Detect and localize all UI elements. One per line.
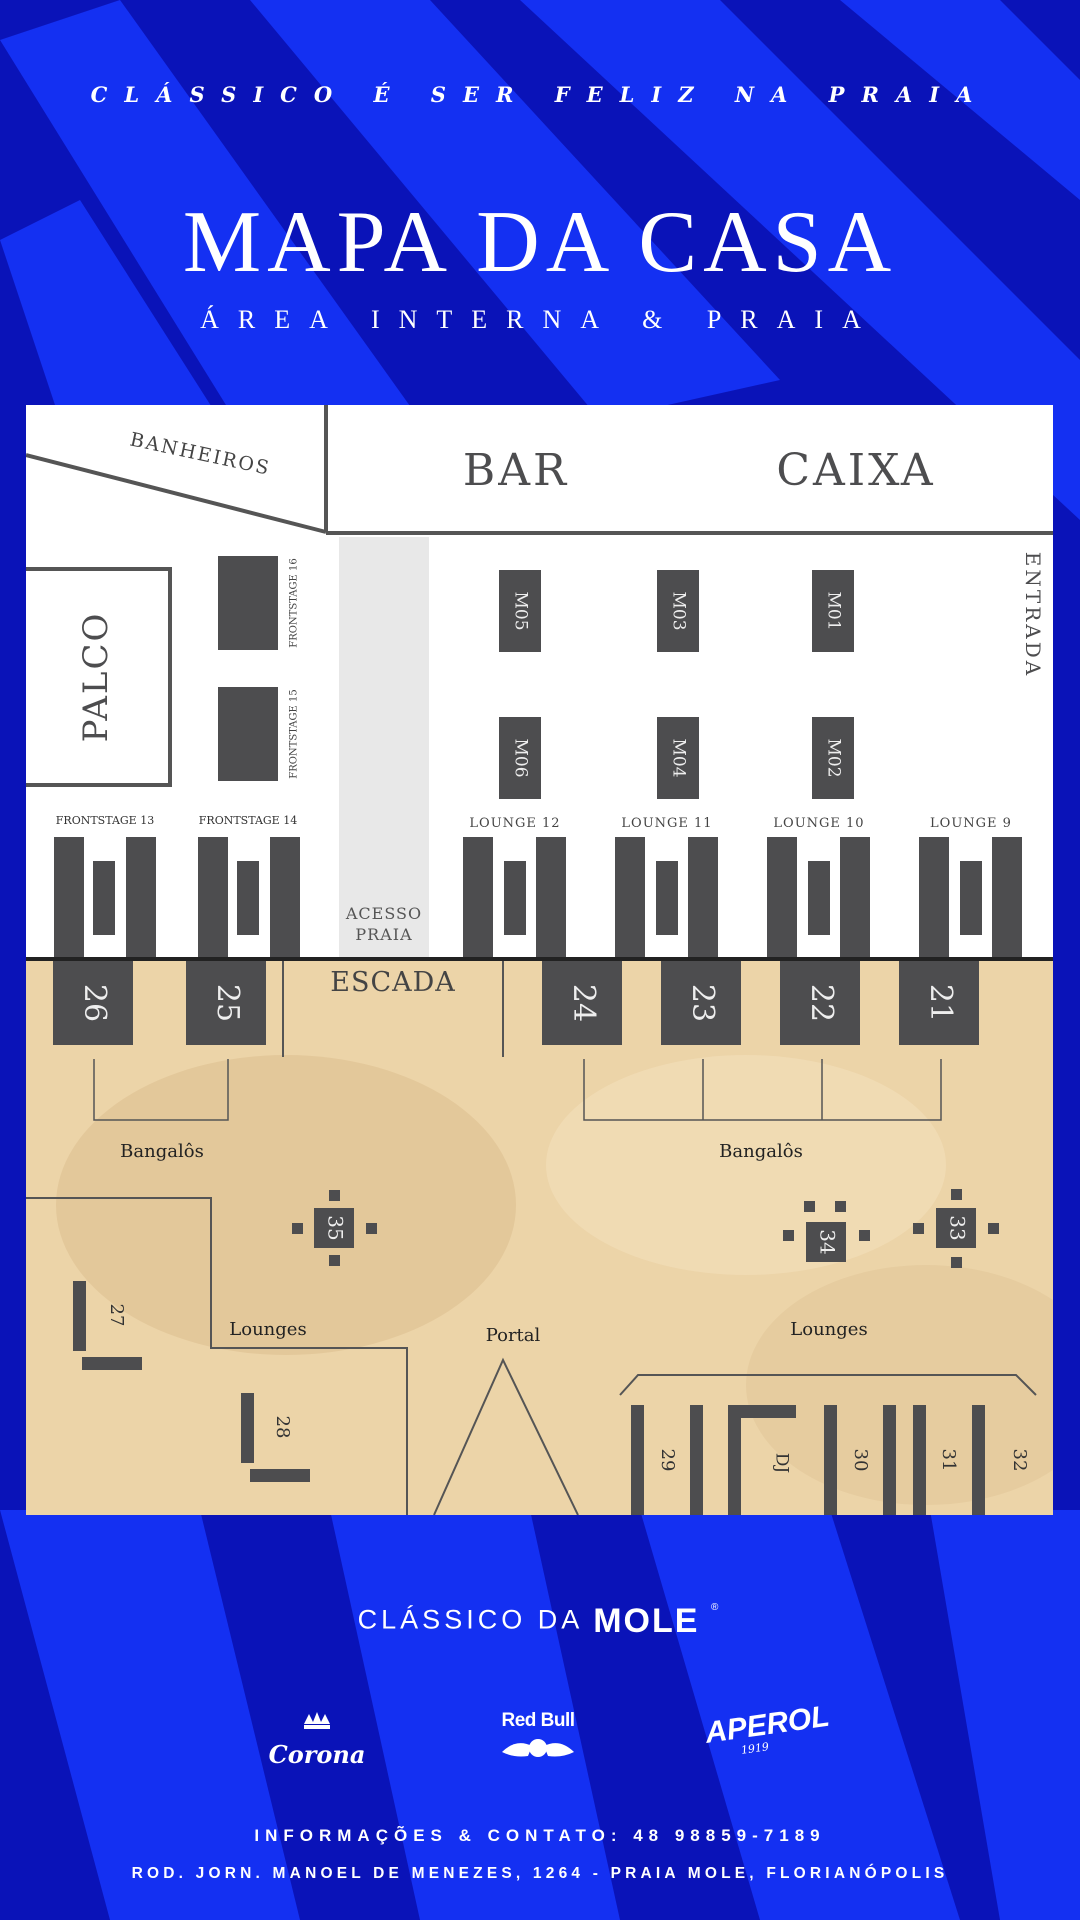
lounge-28[interactable] xyxy=(241,1393,310,1482)
bangalo-26[interactable] xyxy=(53,961,133,1045)
mesa-m03-label: M03 xyxy=(669,591,689,630)
lounges-right-label: Lounges xyxy=(790,1319,867,1340)
corona-text: Corona xyxy=(268,1740,366,1769)
palco xyxy=(26,567,172,787)
palco-label: PALCO xyxy=(76,612,116,743)
frontstage-16-label: FRONTSTAGE 16 xyxy=(289,558,300,647)
lounge-30-label: 30 xyxy=(850,1449,871,1472)
address: ROD. JORN. MANOEL DE MENEZES, 1264 - PRA… xyxy=(131,1865,949,1882)
lounge-32-label: 32 xyxy=(1009,1449,1030,1472)
portal xyxy=(433,1357,579,1515)
corona-logo: Corona xyxy=(262,1710,372,1769)
lounges-left-label: Lounges xyxy=(229,1319,306,1340)
mesa-m03[interactable] xyxy=(657,570,699,652)
mole-logo: MOLE xyxy=(593,1602,700,1640)
mesa-m05[interactable] xyxy=(499,570,541,652)
redbull-logo: Red Bull xyxy=(488,1710,588,1768)
bangalo-24[interactable] xyxy=(542,961,622,1045)
lounge-27-label: 27 xyxy=(106,1304,127,1327)
bangalo-21-label: 21 xyxy=(923,984,958,1022)
portal-label: Portal xyxy=(486,1325,541,1346)
crown-icon xyxy=(304,1712,330,1729)
lounge-11-label: LOUNGE 11 xyxy=(621,816,712,831)
brand-line: CLÁSSICO DA MOLE ® xyxy=(0,1602,1080,1641)
bangalo-25[interactable] xyxy=(186,961,266,1045)
mesa-m01[interactable] xyxy=(812,570,854,652)
bangalo-22[interactable] xyxy=(780,961,860,1045)
bangalo-21[interactable] xyxy=(899,961,979,1045)
brand-prefix: CLÁSSICO DA xyxy=(357,1604,582,1635)
lounge-9-label: LOUNGE 9 xyxy=(930,816,1012,831)
tagline: CLÁSSICO É SER FELIZ NA PRAIA xyxy=(90,82,990,107)
frontstage-16[interactable] xyxy=(218,556,278,650)
mesa-m05-label: M05 xyxy=(511,591,531,630)
lounge-10[interactable] xyxy=(767,837,870,959)
lounge-29-left[interactable] xyxy=(631,1405,644,1515)
table-33[interactable] xyxy=(913,1189,999,1268)
mesa-m06[interactable] xyxy=(499,717,541,799)
bangalo-22-label: 22 xyxy=(804,984,839,1022)
bangalo-23-label: 23 xyxy=(685,984,720,1022)
lounge-11[interactable] xyxy=(615,837,718,959)
lounge-12[interactable] xyxy=(463,837,566,959)
lounge-30-left[interactable] xyxy=(824,1405,837,1515)
lounge-29-right[interactable] xyxy=(690,1405,703,1515)
entrada-label: ENTRADA xyxy=(1021,552,1045,678)
bangalo-25-label: 25 xyxy=(210,984,245,1022)
table-35-label: 35 xyxy=(324,1215,348,1240)
mesa-m04-label: M04 xyxy=(669,738,689,777)
bangalo-26-label: 26 xyxy=(77,984,112,1022)
registered-icon: ® xyxy=(710,1602,723,1613)
mesa-m04[interactable] xyxy=(657,717,699,799)
venue-map: BANHEIROS BAR CAIXA ENTRADA PALCO FRONTS… xyxy=(26,405,1053,1515)
redbull-text: Red Bull xyxy=(501,1710,575,1731)
frontstage-15-label: FRONTSTAGE 15 xyxy=(289,689,300,778)
acesso-praia-label-2: PRAIA xyxy=(355,925,412,944)
lounge-31-label: 31 xyxy=(938,1449,959,1472)
lounge-12-label: LOUNGE 12 xyxy=(469,816,560,831)
acesso-praia xyxy=(339,537,429,959)
escada-label: ESCADA xyxy=(330,967,456,998)
lounge-27[interactable] xyxy=(73,1281,142,1370)
page-title: MAPA DA CASA xyxy=(182,194,898,291)
frontstage-15[interactable] xyxy=(218,687,278,781)
bangalo-23[interactable] xyxy=(661,961,741,1045)
mesa-m01-label: M01 xyxy=(824,591,844,630)
lounge-31-left[interactable] xyxy=(913,1405,926,1515)
page-subtitle: ÁREA INTERNA & PRAIA xyxy=(200,305,880,334)
bangalos: 26 25 24 23 22 21 xyxy=(53,961,979,1045)
table-34[interactable] xyxy=(783,1201,870,1262)
lounge-9[interactable] xyxy=(919,837,1022,959)
bulls-icon xyxy=(502,1739,574,1757)
lounge-10-label: LOUNGE 10 xyxy=(773,816,864,831)
mesa-m02-label: M02 xyxy=(824,738,844,777)
bangalos-left-label: Bangalôs xyxy=(120,1141,204,1162)
bangalo-24-label: 24 xyxy=(566,984,601,1022)
lounge-30-right[interactable] xyxy=(883,1405,896,1515)
frontstage-14-label: FRONTSTAGE 14 xyxy=(199,814,297,827)
contact-info: INFORMAÇÕES & CONTATO: 48 98859-7189 xyxy=(254,1826,826,1845)
caixa-label: CAIXA xyxy=(776,445,935,496)
table-35[interactable] xyxy=(292,1190,377,1266)
mesa-m06-label: M06 xyxy=(511,738,531,777)
acesso-praia-label-1: ACESSO xyxy=(345,904,422,923)
lounge-29-label: 29 xyxy=(657,1449,678,1472)
dj-label: DJ xyxy=(772,1453,792,1474)
frontstage-14[interactable] xyxy=(198,837,300,959)
mesas: M05 M03 M01 M06 M04 M02 xyxy=(499,570,854,799)
aperol-logo: APEROL 1919 xyxy=(703,1700,831,1757)
lounge-28-label: 28 xyxy=(272,1416,293,1439)
bangalos-right-label: Bangalôs xyxy=(719,1141,803,1162)
table-33-label: 33 xyxy=(946,1215,970,1240)
bar-label: BAR xyxy=(463,445,569,496)
table-34-label: 34 xyxy=(816,1229,840,1254)
dj-booth[interactable] xyxy=(728,1405,796,1418)
frontstage-13[interactable] xyxy=(54,837,156,959)
mesa-m02[interactable] xyxy=(812,717,854,799)
frontstage-13-label: FRONTSTAGE 13 xyxy=(56,814,154,827)
lounge-31-right[interactable] xyxy=(972,1405,985,1515)
